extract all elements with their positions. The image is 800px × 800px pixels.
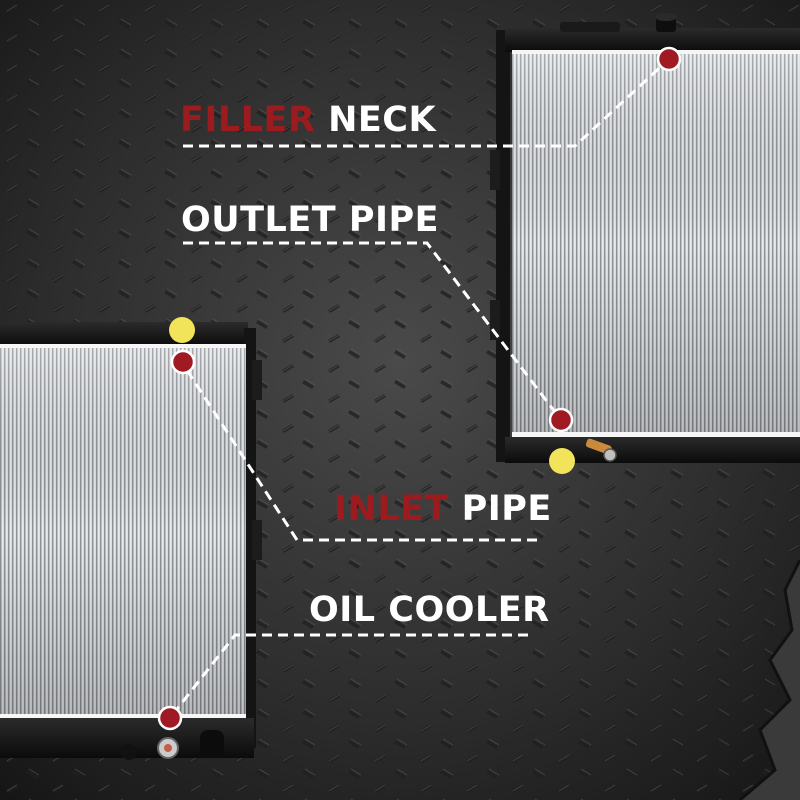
label-oil-cooler: OIL COOLER: [309, 593, 550, 628]
label-inlet-pipe-rest: PIPE: [448, 489, 552, 529]
label-filler-neck: FILLER NECK: [180, 103, 436, 138]
marker-inlet-yellow: [169, 317, 195, 343]
label-outlet-pipe: OUTLET PIPE: [181, 203, 439, 238]
leader-inlet-pipe: [181, 363, 537, 542]
label-filler-neck-highlight: FILLER: [180, 100, 316, 140]
radiator-left: [0, 322, 262, 760]
marker-filler-neck: [656, 46, 682, 72]
leader-outlet-pipe: [183, 241, 563, 421]
label-outlet-pipe-rest: OUTLET PIPE: [181, 200, 440, 240]
label-filler-neck-rest: NECK: [315, 100, 437, 140]
label-inlet-pipe-highlight: INLET: [334, 489, 449, 529]
marker-inlet-pipe: [170, 349, 196, 375]
leader-lines: [168, 57, 671, 719]
leader-filler-neck: [183, 57, 671, 148]
marker-outlet-yellow: [549, 448, 575, 474]
marker-oil-cooler: [157, 705, 183, 731]
radiator-right: [490, 13, 800, 463]
marker-outlet-pipe: [548, 407, 574, 433]
markers: [157, 46, 682, 731]
label-inlet-pipe: INLET PIPE: [334, 492, 552, 527]
label-oil-cooler-rest: OIL COOLER: [309, 590, 550, 630]
leader-oil-cooler: [168, 633, 528, 719]
